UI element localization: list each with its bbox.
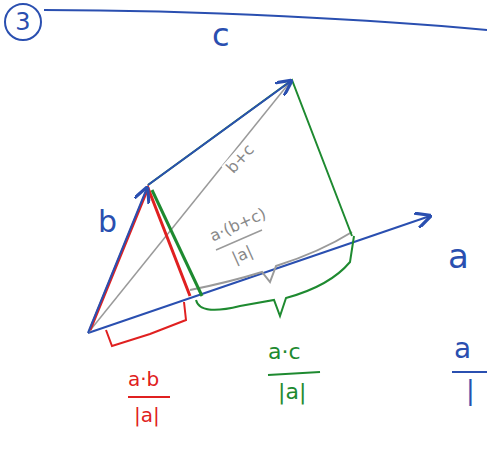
b-bracket (106, 302, 186, 346)
math-label: b+c (221, 139, 258, 178)
math-label: |a| (278, 380, 306, 404)
math-label: a (454, 334, 471, 365)
math-label: | (466, 376, 475, 405)
math-label: |a| (227, 242, 257, 268)
math-label: |a| (134, 404, 160, 426)
circled-number: 3 (3, 2, 43, 42)
vector-b (88, 188, 147, 333)
number-text: 3 (15, 8, 30, 36)
math-label: a·c (268, 340, 301, 364)
math-label: a (448, 238, 469, 275)
math-label: a·b (128, 368, 159, 390)
vector-c (148, 81, 291, 185)
fraction-bar (452, 371, 487, 373)
math-label: c (212, 18, 230, 53)
math-label: b (98, 205, 117, 238)
math-label: a·(b+c) (205, 204, 270, 246)
sum-vector (88, 82, 290, 333)
b-projection (90, 188, 190, 330)
axis-a (88, 216, 430, 333)
fraction-bar (268, 372, 320, 375)
top-rule (44, 10, 487, 30)
fraction-bar (128, 396, 170, 398)
c-drop (152, 190, 202, 296)
